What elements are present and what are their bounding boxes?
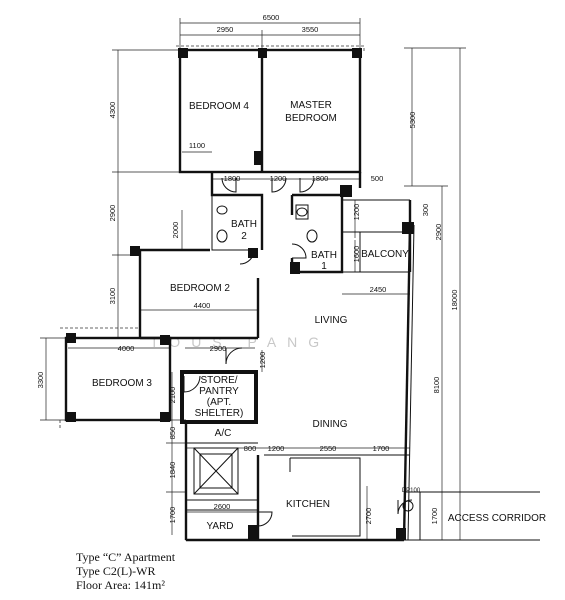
dim-850: 850: [168, 427, 177, 440]
caption-floor-area: Floor Area: 141m²: [76, 578, 165, 592]
room-label-store-2: PANTRY: [199, 386, 239, 397]
room-label-store-3: (APT.: [207, 397, 231, 408]
dim-1200-d: 1200: [268, 444, 285, 453]
room-label-bath2-2: 2: [241, 231, 247, 242]
dim-left-3100: 3100: [108, 288, 117, 305]
dp-label: DP100: [402, 488, 421, 494]
dim-1100: 1100: [189, 141, 205, 150]
dim-top-total: 6500: [263, 13, 280, 22]
dim-2700: 2700: [364, 508, 373, 525]
dim-1840: 1840: [168, 462, 177, 479]
dim-500: 500: [371, 174, 384, 183]
dim-4400: 4400: [194, 301, 211, 310]
room-label-ac: A/C: [215, 428, 232, 439]
dim-2000: 2000: [171, 222, 180, 239]
dim-2100: 2100: [168, 387, 177, 404]
room-label-bath2-1: BATH: [231, 219, 257, 230]
dim-1700-a: 1700: [373, 444, 390, 453]
dim-right-upper: 5300: [408, 112, 417, 129]
dim-2600: 2600: [214, 502, 231, 511]
caption-apartment-type: Type “C” Apartment: [76, 550, 176, 564]
dim-left-2900: 2900: [108, 205, 117, 222]
dim-right-total: 18000: [450, 290, 459, 311]
dim-2450: 2450: [370, 285, 387, 294]
room-label-kitchen: KITCHEN: [286, 499, 330, 510]
room-label-store-1: STORE/: [200, 375, 237, 386]
dim-2900-r: 2900: [434, 224, 443, 241]
dim-top-right: 3550: [302, 25, 319, 34]
dim-4000: 4000: [118, 344, 135, 353]
dim-1200-c: 1200: [258, 352, 267, 369]
caption-type-code: Type C2(L)-WR: [76, 564, 156, 578]
dim-2900-b: 2900: [210, 344, 227, 353]
dim-300: 300: [421, 204, 430, 217]
column-blocks: [66, 48, 414, 540]
room-labels: BEDROOM 4 MASTER BEDROOM BATH 2 BATH 1 B…: [92, 100, 546, 532]
room-label-bedroom-2: BEDROOM 2: [170, 283, 230, 294]
room-label-living: LIVING: [315, 315, 348, 326]
room-label-balcony: BALCONY: [361, 249, 409, 260]
room-label-dining: DINING: [313, 419, 348, 430]
dimension-lines: [40, 18, 466, 541]
dim-800: 800: [244, 444, 257, 453]
dim-1200-v: 1200: [352, 204, 361, 221]
room-label-master-2: BEDROOM: [285, 113, 337, 124]
dim-2550: 2550: [320, 444, 337, 453]
room-label-bedroom-4: BEDROOM 4: [189, 101, 249, 112]
room-label-store-4: SHELTER): [195, 408, 244, 419]
dim-right-lower: 8100: [432, 377, 441, 394]
label-access-corridor: ACCESS CORRIDOR: [448, 513, 546, 524]
dim-1700-b: 1700: [168, 507, 177, 524]
dim-1800-b: 1800: [312, 174, 329, 183]
room-label-yard: YARD: [206, 521, 233, 532]
dim-1200-a: 1200: [270, 174, 287, 183]
walls: [59, 45, 540, 542]
room-label-bath1-2: 1: [321, 261, 327, 272]
bath-fixtures: [216, 204, 318, 243]
dim-1600: 1600: [352, 246, 361, 263]
dimension-texts: 6500 2950 3550 5300 18000 8100 4300 2900…: [36, 13, 459, 524]
dim-left-3300: 3300: [36, 372, 45, 389]
room-label-bath1-1: BATH: [311, 250, 337, 261]
dim-left-4300: 4300: [108, 102, 117, 119]
room-label-master-1: MASTER: [290, 100, 332, 111]
doors: [183, 177, 413, 527]
dim-1700-c: 1700: [430, 508, 439, 525]
dim-1800-a: 1800: [224, 174, 241, 183]
room-label-bedroom-3: BEDROOM 3: [92, 378, 152, 389]
dim-top-left: 2950: [217, 25, 234, 34]
